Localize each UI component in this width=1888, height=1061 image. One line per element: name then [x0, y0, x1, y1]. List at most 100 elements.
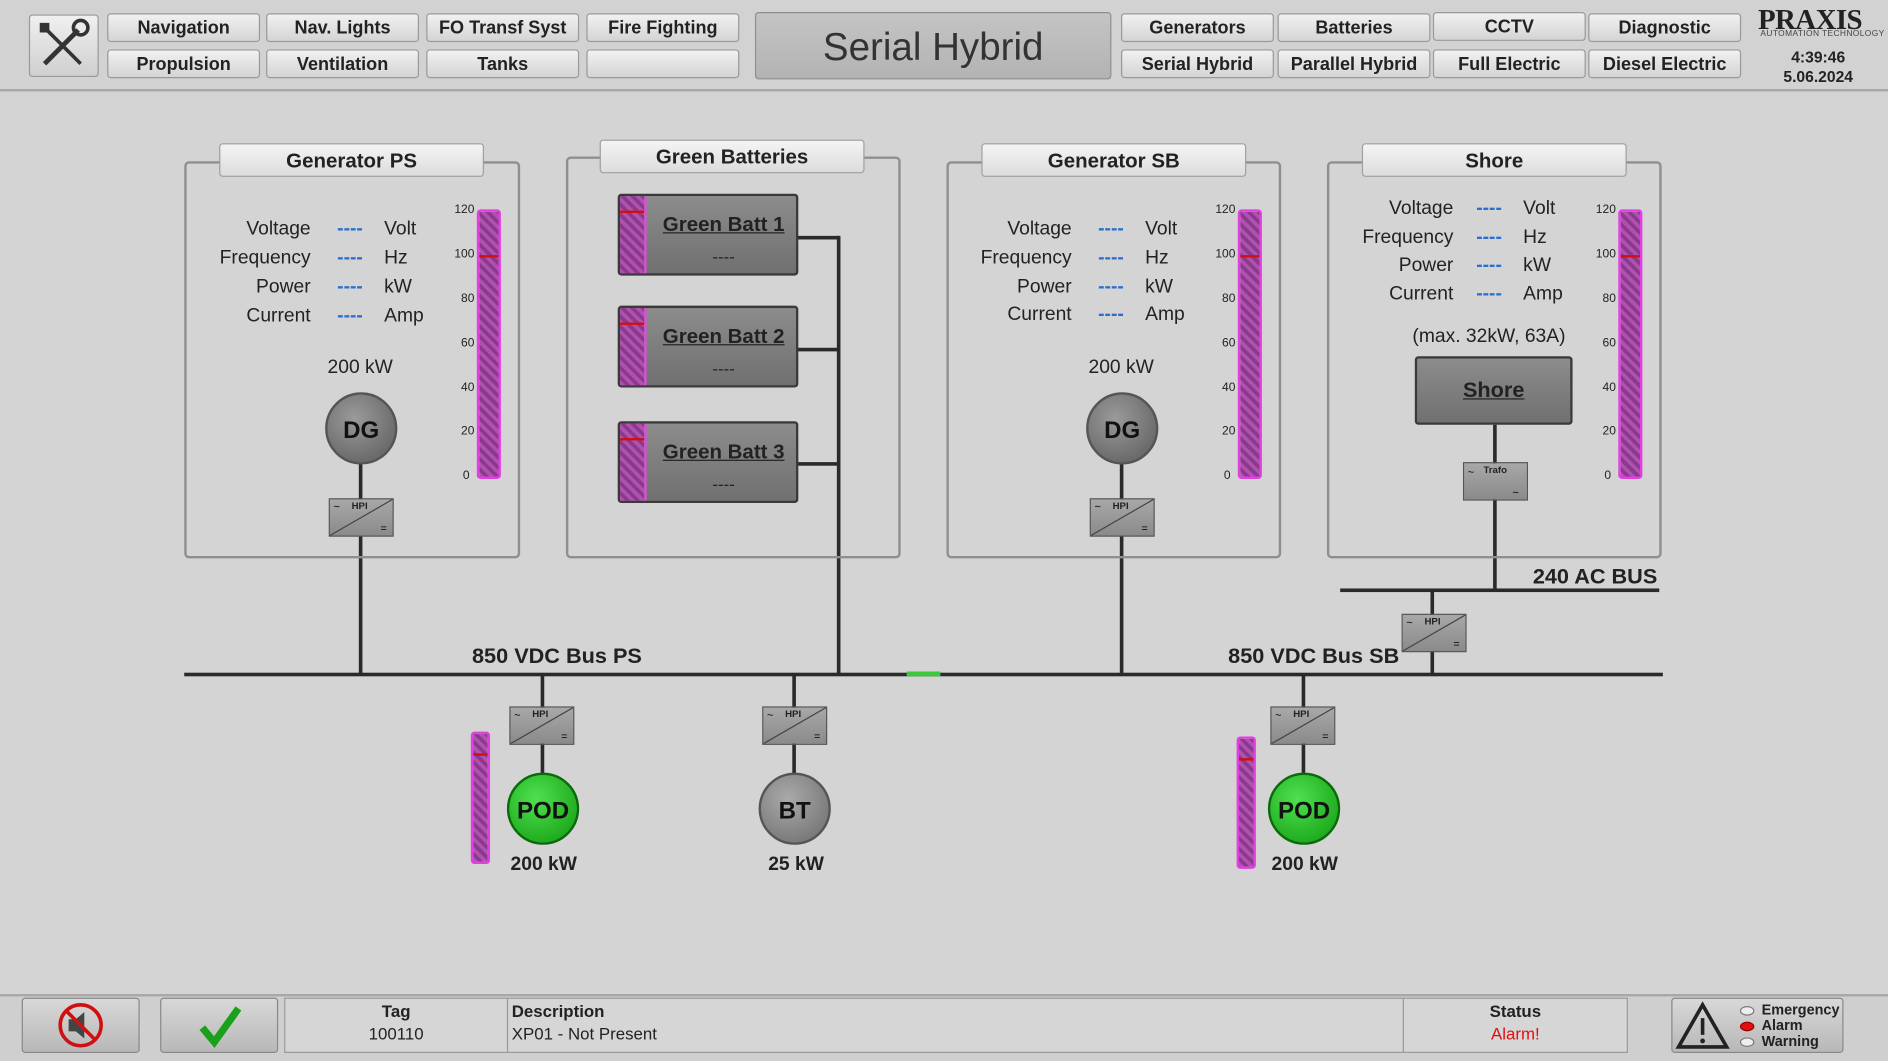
- battery-level-indicator: [620, 308, 647, 386]
- gen-ps-power-label: Power: [256, 276, 311, 298]
- green-batt-3[interactable]: Green Batt 3 ----: [617, 421, 799, 504]
- batt2-link: [797, 347, 840, 352]
- converter-label: HPI: [351, 500, 368, 512]
- nav-empty-button[interactable]: [586, 49, 740, 79]
- converter-icon: ~=: [1090, 498, 1154, 537]
- pod-sb-symbol[interactable]: POD: [1267, 772, 1341, 845]
- transformer-label: Trafo: [1483, 464, 1508, 476]
- shore-voltage-unit: Volt: [1523, 198, 1556, 220]
- gen-sb-current-value: ----: [1098, 304, 1124, 325]
- green-batt-3-name[interactable]: Green Batt 3: [662, 440, 785, 464]
- svg-text:~: ~: [1095, 501, 1101, 513]
- gen-ps-frequency-value: ----: [337, 247, 363, 269]
- gen-sb-hpi-converter[interactable]: ~= HPI: [1089, 498, 1155, 537]
- green-batt-2[interactable]: Green Batt 2 ----: [617, 305, 799, 388]
- gen-ps-tick-100: 100: [454, 247, 475, 262]
- svg-text:~: ~: [1468, 466, 1474, 478]
- alarm-description-value: XP01 - Not Present: [511, 1024, 657, 1044]
- green-batt-2-name[interactable]: Green Batt 2: [662, 324, 785, 348]
- shore-tick-40: 40: [1602, 381, 1616, 395]
- gen-sb-tick-80: 80: [1222, 292, 1236, 306]
- nav-fire-fighting-button[interactable]: Fire Fighting: [586, 13, 740, 43]
- gen-ps-load-bar: [476, 209, 501, 479]
- gen-sb-tick-20: 20: [1222, 424, 1236, 439]
- clock-time: 4:39:46: [1791, 48, 1846, 67]
- nav-batteries-button[interactable]: Batteries: [1277, 13, 1431, 43]
- alarm-tag-cell: Tag 100110: [284, 997, 509, 1053]
- pod-ps-hpi-converter[interactable]: ~= HPI: [509, 706, 575, 745]
- shore-limit-marker: [1620, 255, 1640, 258]
- gen-ps-power-value: ----: [337, 276, 363, 298]
- converter-icon: ~=: [1271, 707, 1335, 745]
- shore-connection-button[interactable]: Shore: [1414, 356, 1573, 425]
- shore-voltage-label: Voltage: [1389, 198, 1454, 220]
- gen-ps-dg-symbol[interactable]: DG: [325, 392, 398, 465]
- gen-ps-tick-60: 60: [461, 336, 475, 351]
- gen-sb-tick-0: 0: [1223, 469, 1231, 483]
- nav-generators-button[interactable]: Generators: [1121, 13, 1274, 43]
- batt3-link: [797, 462, 840, 466]
- gen-ps-frequency-unit: Hz: [384, 247, 408, 269]
- svg-text:=: =: [561, 731, 567, 743]
- bow-thruster-symbol[interactable]: BT: [758, 772, 831, 845]
- gen-sb-tick-100: 100: [1215, 247, 1236, 262]
- shore-transformer[interactable]: ~~ Trafo: [1462, 462, 1529, 501]
- ac-bus-line: [1340, 588, 1660, 593]
- gen-sb-current-label: Current: [1007, 304, 1072, 325]
- ac-dc-hpi-converter[interactable]: ~= HPI: [1401, 613, 1467, 653]
- shore-feeder: [1493, 424, 1497, 591]
- gen-sb-voltage-unit: Volt: [1145, 219, 1178, 240]
- warning-led: [1739, 1037, 1755, 1047]
- mute-button[interactable]: [21, 997, 140, 1053]
- nav-navigation-button[interactable]: Navigation: [107, 13, 261, 43]
- converter-icon: ~=: [1402, 614, 1466, 652]
- green-batt-1-name[interactable]: Green Batt 1: [662, 213, 785, 236]
- alarm-list-button[interactable]: Emergency Alarm Warning: [1671, 997, 1844, 1053]
- gen-sb-dg-symbol[interactable]: DG: [1086, 392, 1159, 465]
- gen-sb-frequency-unit: Hz: [1145, 247, 1169, 269]
- gen-sb-power-unit: kW: [1145, 276, 1173, 298]
- nav-propulsion-button[interactable]: Propulsion: [107, 49, 261, 79]
- svg-text:=: =: [1141, 523, 1147, 535]
- nav-cctv-button[interactable]: CCTV: [1432, 12, 1586, 41]
- gen-sb-power-value: ----: [1098, 276, 1124, 298]
- green-batt-2-value: ----: [712, 358, 735, 378]
- battery-limit-marker: [620, 438, 645, 441]
- warning-triangle-icon: [1675, 1001, 1730, 1049]
- battery-feeder: [836, 235, 841, 674]
- pod-ps-symbol[interactable]: POD: [506, 772, 580, 845]
- nav-diagnostic-button[interactable]: Diagnostic: [1588, 13, 1742, 43]
- shore-tick-80: 80: [1602, 292, 1616, 306]
- converter-label: HPI: [1424, 616, 1441, 627]
- green-batt-1[interactable]: Green Batt 1 ----: [617, 193, 799, 276]
- green-batt-1-value: ----: [712, 246, 735, 266]
- generator-ps-title[interactable]: Generator PS: [219, 143, 485, 177]
- gen-sb-load-bar: [1237, 209, 1262, 479]
- pod-sb-load-bar: [1236, 736, 1256, 869]
- acknowledge-button[interactable]: [160, 997, 279, 1053]
- nav-fo-transfer-button[interactable]: FO Transf Syst: [426, 13, 580, 43]
- bt-hpi-converter[interactable]: ~= HPI: [762, 706, 828, 745]
- nav-serial-hybrid-button[interactable]: Serial Hybrid: [1121, 49, 1274, 79]
- nav-diesel-electric-button[interactable]: Diesel Electric: [1588, 49, 1742, 79]
- nav-tanks-button[interactable]: Tanks: [426, 49, 580, 79]
- shore-tick-0: 0: [1604, 469, 1612, 483]
- green-batteries-title[interactable]: Green Batteries: [599, 139, 865, 174]
- nav-full-electric-button[interactable]: Full Electric: [1432, 49, 1586, 79]
- pod-ps-limit-marker: [473, 753, 488, 756]
- shore-power-value: ----: [1476, 255, 1502, 276]
- gen-ps-power-unit: kW: [384, 276, 412, 298]
- shore-title[interactable]: Shore: [1361, 143, 1627, 177]
- generator-sb-title[interactable]: Generator SB: [981, 143, 1247, 177]
- pod-sb-hpi-converter[interactable]: ~= HPI: [1270, 706, 1336, 745]
- nav-lights-button[interactable]: Nav. Lights: [266, 13, 420, 43]
- shore-frequency-unit: Hz: [1523, 227, 1547, 248]
- gen-ps-hpi-converter[interactable]: ~= HPI: [328, 498, 394, 537]
- shore-frequency-label: Frequency: [1362, 227, 1454, 248]
- nav-ventilation-button[interactable]: Ventilation: [266, 49, 420, 79]
- settings-tools-button[interactable]: [28, 14, 99, 78]
- shore-power-unit: kW: [1523, 255, 1552, 276]
- brand-tagline: AUTOMATION TECHNOLOGY: [1760, 30, 1885, 39]
- shore-frequency-value: ----: [1476, 227, 1502, 248]
- nav-parallel-hybrid-button[interactable]: Parallel Hybrid: [1277, 49, 1431, 79]
